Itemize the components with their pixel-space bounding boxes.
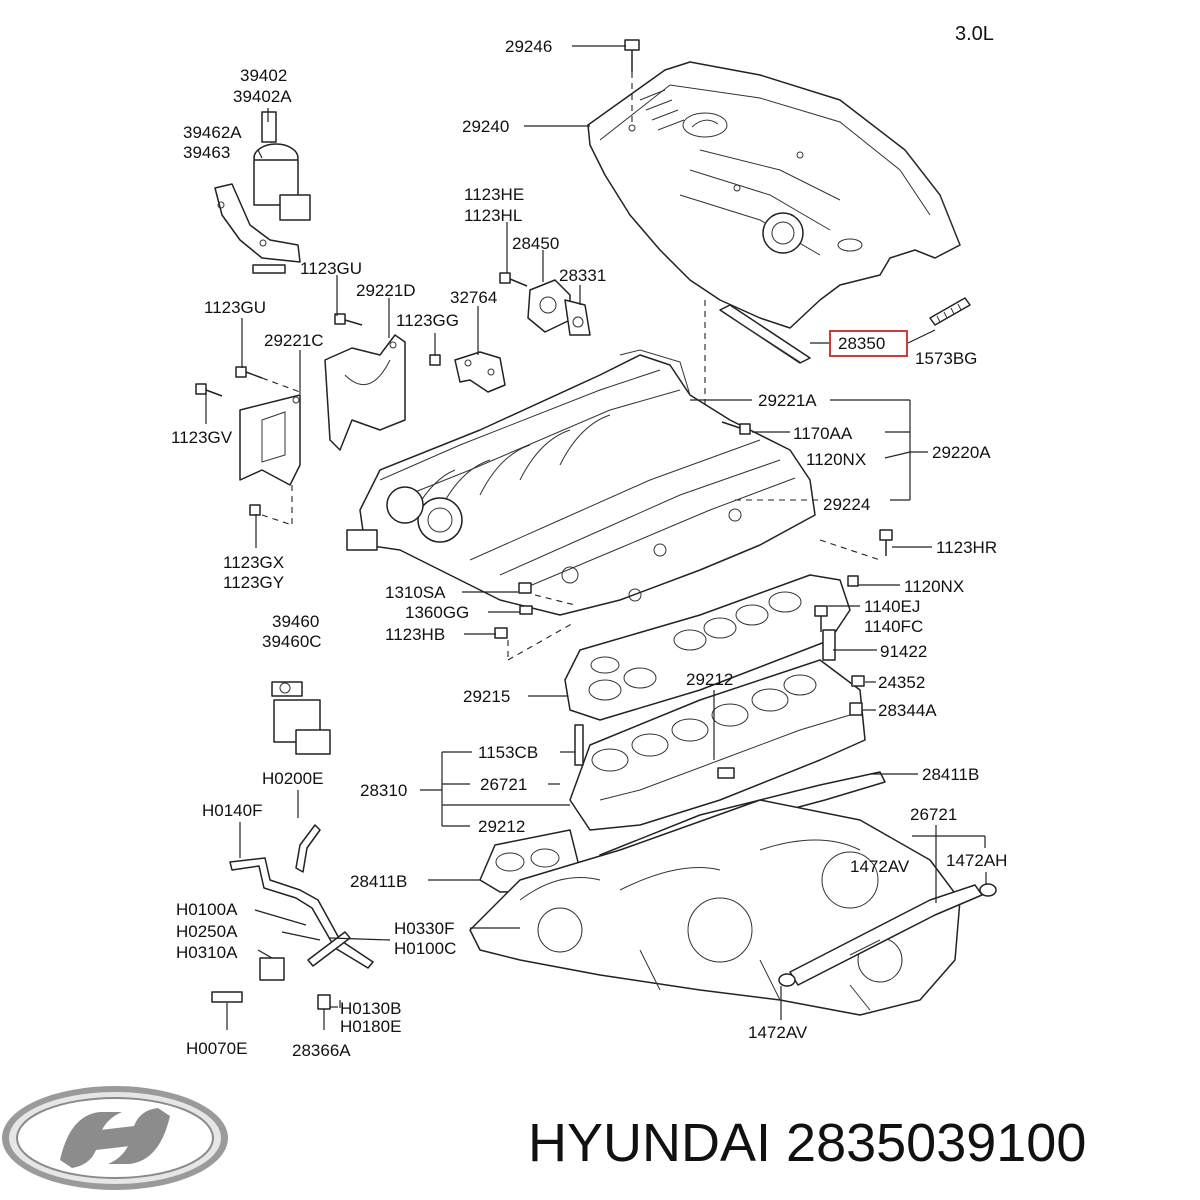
callout-label: 1472AH [946,851,1007,870]
engine-cover [587,61,961,329]
callout-label: 39460 [272,612,319,631]
callout-label: 1120NX [806,450,866,469]
callout-label: 29221D [356,281,416,300]
callout-label: 26721 [480,775,527,794]
stud-1573BG [929,297,971,326]
callout-label: 28366A [292,1041,351,1060]
callout-label: 1123GV [171,428,233,447]
callout-label: 28344A [878,701,937,720]
callout-label: 1310SA [385,583,446,602]
highlight-box-28350 [829,330,908,357]
callout-label: 91422 [880,642,927,661]
engine-size-label: 3.0L [955,23,994,45]
callout-label: 29221C [264,331,324,350]
callout-label: 1123GY [223,573,284,592]
callout-label: H0100C [394,939,456,958]
callout-label: 28411B [350,872,407,891]
callout-label: 1153CB [478,743,538,762]
callout-label: 29215 [463,687,510,706]
hyundai-logo [2,1086,228,1190]
callout-label: 1170AA [793,424,853,443]
callout-label: 29240 [462,117,509,136]
callout-label: 1120NX [904,577,964,596]
callout-label: 29224 [823,495,870,514]
intake-manifold [346,349,816,616]
callout-label: 29220A [932,443,991,462]
callout-label: 28331 [559,266,606,285]
callout-label: H0310A [176,943,238,962]
callout-label: 1140FC [864,617,923,636]
callout-label: 1123HR [936,538,997,557]
callout-label: 39460C [262,632,322,651]
vacuum-valve-39460 [271,681,331,755]
bracket-29221C [239,394,301,486]
callout-label: H0140F [202,801,262,820]
callout-label: 39402 [240,66,287,85]
callout-label: 29212 [478,817,525,836]
hose-26721 [778,883,997,987]
callout-label: 1573BG [915,349,977,368]
callout-label: 1123GU [300,259,362,278]
callout-label: H0100A [176,900,238,919]
callout-label: 29212 [686,670,733,689]
callout-label: H0070E [186,1039,247,1058]
callout-label: 1360GG [405,603,469,622]
callout-label: 1123GU [204,298,266,317]
callout-label: 39402A [233,87,292,106]
callout-label-highlighted: 28350 [838,334,885,353]
callout-labels: 3.0L 29246 29240 39402 39402A 39462A 394… [171,23,1007,1060]
bolt-29246 [624,39,640,125]
engine-block [469,799,961,1016]
brand-part-number: HYUNDAI 2835039100 [528,1108,1188,1178]
solenoid-valve-39402 [214,111,311,274]
callout-label: 1123HB [385,625,445,644]
callout-label: 1140EJ [864,597,920,616]
callout-label: 1123GX [223,553,284,572]
callout-label: 1123GG [396,311,459,330]
idle-speed-actuator-28450 [527,279,591,336]
part-number: 2835039100 [786,1113,1087,1173]
leader-lines [205,45,987,1030]
callout-label: 29221A [758,391,817,410]
callout-label: H0200E [262,769,323,788]
callout-label: 28411B [922,765,979,784]
callout-label: 28310 [360,781,407,800]
bracket-29221D [324,334,406,451]
callout-label: 1472AV [748,1023,808,1042]
callout-label: 32764 [450,288,497,307]
callout-label: 1123HE [464,185,524,204]
brand-name: HYUNDAI [528,1113,772,1173]
callout-label: 26721 [910,805,957,824]
gasket-29215 [564,574,851,721]
callout-label: 24352 [878,673,925,692]
vacuum-hoses [211,824,374,1010]
callout-label: 39463 [183,143,230,162]
bracket-32764 [454,351,506,393]
callout-label: H0330F [394,919,454,938]
lower-intake-manifold-28310 [569,659,866,831]
callout-label: 1123HL [464,206,522,225]
bolts [195,272,893,716]
callout-label: H0180E [340,1017,401,1036]
callout-label: H0130B [340,999,401,1018]
pcv-rod-28350 [719,304,811,364]
callout-label: H0250A [176,922,238,941]
callout-label: 29246 [505,37,552,56]
callout-label: 1472AV [850,857,910,876]
callout-label: 28450 [512,234,559,253]
callout-label: 39462A [183,123,242,142]
